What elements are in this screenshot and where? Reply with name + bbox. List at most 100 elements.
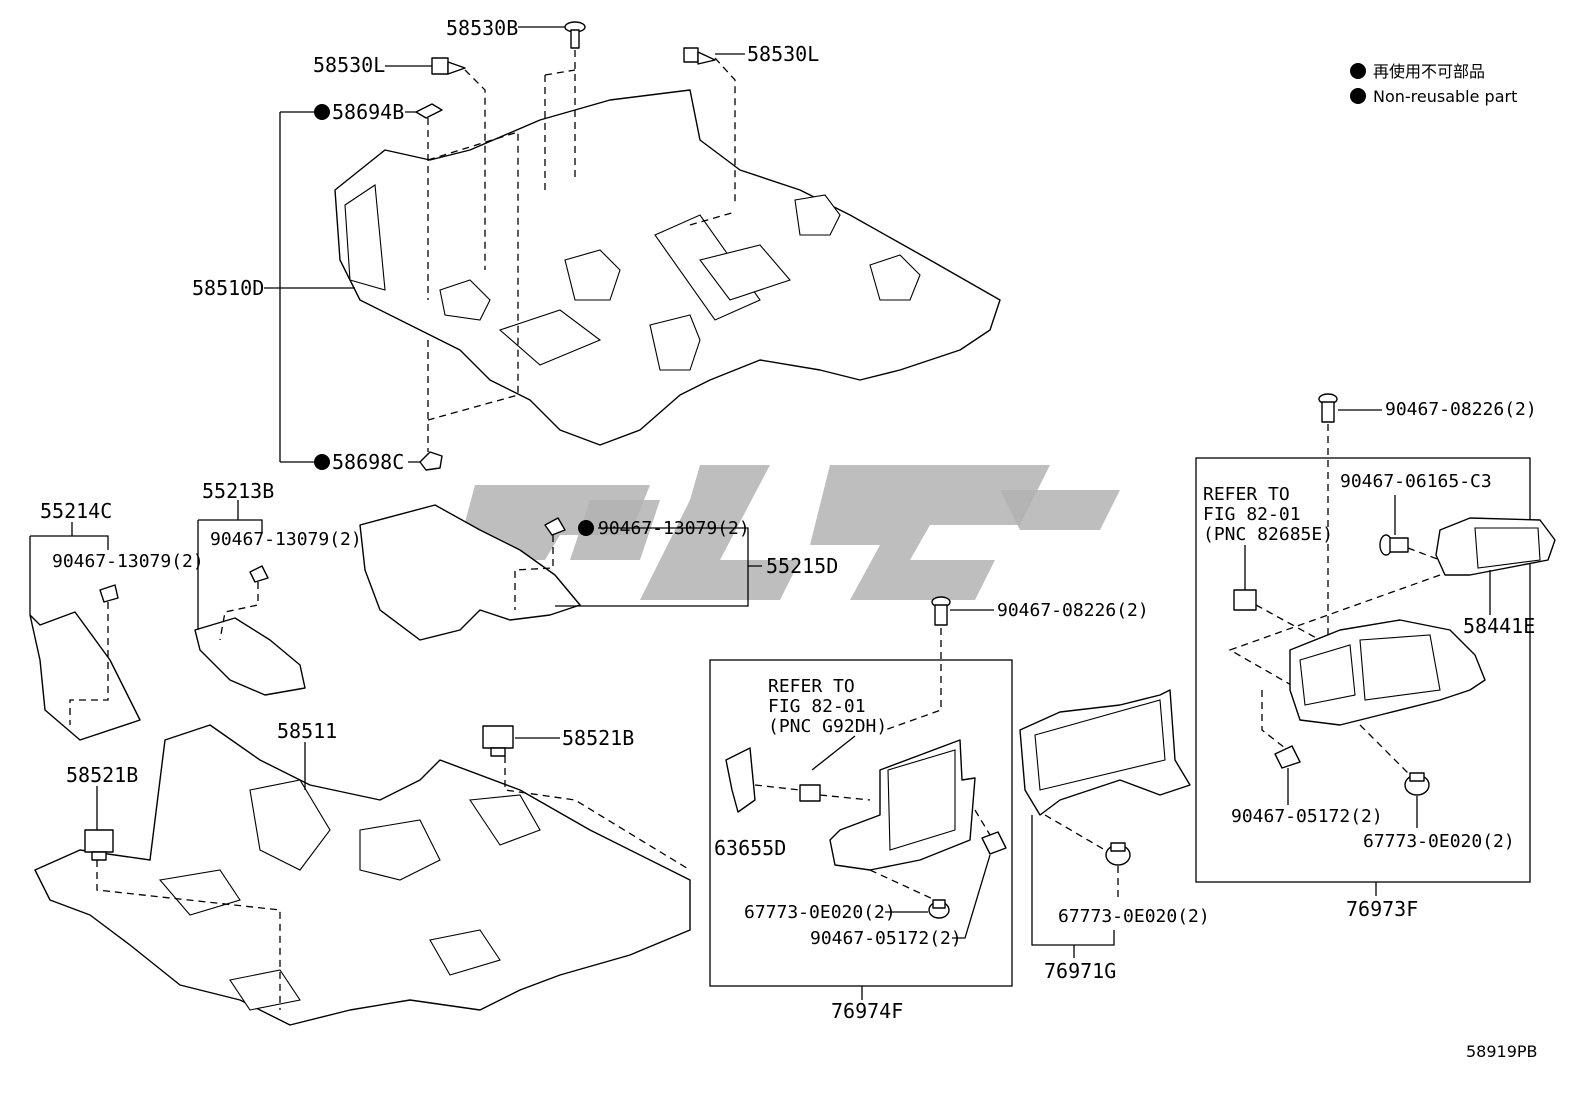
leader-90467-05172-a [952, 854, 991, 939]
marker-dot-58694B [314, 104, 330, 120]
panel-76973F [1289, 619, 1486, 726]
label-90467-05172-b: 90467-05172(2) [1231, 806, 1383, 827]
dash-58530L-right [714, 57, 736, 205]
label-67773-0E020-c: 67773-0E020(2) [1363, 831, 1515, 852]
label-58530L-left: 58530L [313, 53, 385, 77]
dash-58521B-left [96, 860, 281, 1010]
label-67773-0E020-a: 67773-0E020(2) [744, 902, 896, 923]
dash-67773-a [869, 869, 936, 901]
refer-note-center-line2: FIG 82-01 [768, 696, 866, 717]
dash-90467-08226-center [884, 628, 942, 731]
label-55213B-clip: 90467-13079(2) [210, 529, 362, 550]
dash-67773-c [1359, 724, 1411, 776]
clip-90467-05172-b [1274, 745, 1301, 769]
floor-carpet-front-58510D [334, 89, 1001, 446]
clip-90467-08226-right [1318, 393, 1338, 423]
dash-box-mid [544, 69, 576, 195]
label-76971G: 76971G [1044, 959, 1116, 983]
clip-67773-0E020-c [1404, 772, 1430, 796]
dash-58521B-right [504, 756, 691, 871]
legend-marker-dot-en [1350, 88, 1366, 104]
label-90467-08226-center: 90467-08226(2) [997, 600, 1149, 621]
clip-58521B-right [482, 725, 514, 757]
label-90467-05172-a: 90467-05172(2) [810, 928, 962, 949]
refer-note-right-line3: (PNC 82685E) [1203, 524, 1333, 545]
label-90467-06165-C3: 90467-06165-C3 [1340, 471, 1492, 492]
refer-note-center-line1: REFER TO [768, 676, 855, 697]
dash-55214C [69, 602, 109, 725]
label-58698C: 58698C [332, 450, 404, 474]
clip-90467-05172-a [981, 831, 1007, 855]
marker-dot-55215D-clip [578, 520, 594, 536]
dash-55215D [514, 535, 554, 610]
legend-text-en: Non-reusable part [1373, 87, 1517, 106]
bracket-55215D [555, 527, 762, 607]
dash-90467-05172-a [974, 809, 991, 836]
label-90467-08226-right: 90467-08226(2) [1385, 399, 1537, 420]
label-76973F: 76973F [1346, 897, 1418, 921]
bracket-58510D [264, 112, 355, 462]
part-55214C [29, 584, 141, 741]
part-55213B [194, 565, 306, 696]
refer-note-right-line1: REFER TO [1203, 484, 1290, 505]
group-box-76973F [1195, 457, 1531, 883]
part-55215D [359, 504, 581, 641]
dash-90467-05172-b [1261, 690, 1286, 749]
legend: 再使用不可部品 Non-reusable part [1350, 62, 1517, 106]
dash-90467-06165-C3 [1407, 547, 1441, 561]
part-63655D [725, 747, 756, 813]
bolt-58530L-left [431, 57, 466, 75]
label-58441E: 58441E [1463, 614, 1535, 638]
panel-76974F [829, 739, 976, 871]
panel-76971G [1019, 689, 1191, 816]
bracket-76971G [1031, 815, 1115, 958]
nut-58694B [415, 103, 443, 119]
clip-58521B-left [84, 829, 114, 861]
bracket-55214C [29, 522, 109, 615]
label-67773-0E020-b: 67773-0E020(2) [1058, 906, 1210, 927]
marker-dot-58698C [314, 454, 330, 470]
label-58694B: 58694B [332, 100, 404, 124]
label-58511: 58511 [277, 719, 337, 743]
label-55214C-clip: 90467-13079(2) [52, 551, 204, 572]
label-55215D: 55215D [766, 554, 838, 578]
label-58521B-left: 58521B [66, 763, 138, 787]
label-58530B: 58530B [446, 16, 518, 40]
bracket-55213B [197, 500, 263, 630]
refer-note-center-line3: (PNC G92DH) [768, 716, 887, 737]
legend-text-ja: 再使用不可部品 [1373, 62, 1485, 81]
dash-58530L-left [464, 69, 486, 270]
dash-55213B [219, 582, 259, 641]
dash-58441E [1228, 574, 1441, 691]
dash-67773-b [1044, 814, 1119, 900]
label-63655D: 63655D [714, 836, 786, 860]
label-55215D-clip: 90467-13079(2) [598, 518, 750, 539]
label-76974F: 76974F [831, 999, 903, 1023]
group-box-76974F [709, 659, 1013, 987]
label-58521B-right: 58521B [562, 726, 634, 750]
legend-marker-dot-ja [1350, 63, 1366, 79]
refer-note-right-line2: FIG 82-01 [1203, 504, 1301, 525]
clip-58530B [564, 21, 586, 49]
nut-58698C [419, 451, 443, 471]
part-58441E [1435, 517, 1556, 576]
label-58510D: 58510D [192, 276, 264, 300]
dash-refer-right [1255, 604, 1321, 641]
grommet-refer-center [799, 784, 821, 802]
label-55213B: 55213B [202, 479, 274, 503]
leader-refer-center [811, 735, 856, 771]
dash-63655D [754, 784, 871, 801]
clip-90467-06165-C3 [1379, 534, 1409, 556]
bolt-58530L-right [683, 47, 716, 65]
label-55214C: 55214C [40, 499, 112, 523]
floor-carpet-rear-58511 [34, 724, 691, 1026]
pad-refer-right [1233, 589, 1257, 611]
dash-box-right [689, 211, 736, 226]
clip-67773-0E020-b [1105, 842, 1131, 866]
diagram-id: 58919PB [1466, 1042, 1538, 1061]
clip-67773-0E020-a [928, 899, 950, 919]
clip-90467-08226-center [931, 596, 951, 626]
label-58530L-right: 58530L [747, 42, 819, 66]
